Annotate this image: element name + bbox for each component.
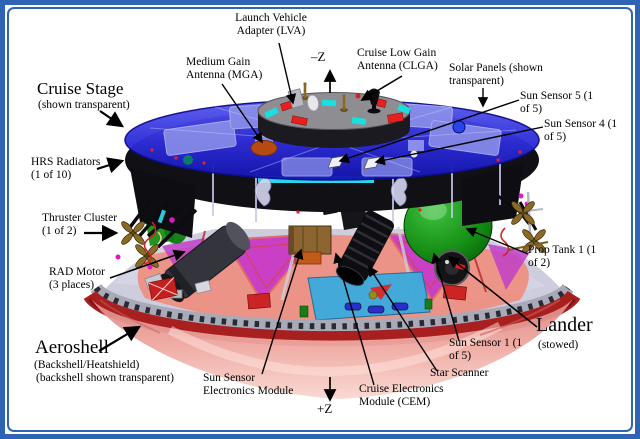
leader-star — [368, 265, 438, 372]
label-plus-z-axis: +Z — [317, 401, 333, 416]
mga-dish — [250, 140, 278, 156]
leader-cruise-stage — [99, 110, 125, 128]
label-solar-panels: Solar Panels (shown transparent) — [449, 62, 543, 88]
leader-clga — [360, 75, 403, 101]
leader-ss5 — [338, 99, 520, 164]
label-minus-z-axis: –Z — [311, 49, 326, 64]
lva-ring — [257, 82, 411, 148]
label-launch-vehicle-adapter: Launch Vehicle Adapter (LVA) — [235, 12, 307, 38]
leader-mga — [221, 83, 263, 144]
antenna-pins — [301, 82, 348, 112]
leader-hrs — [96, 157, 125, 174]
label-aeroshell-title: Aeroshell — [35, 337, 109, 358]
label-rad-motor: RAD Motor (3 places) — [49, 266, 105, 292]
thruster-cluster-left — [115, 196, 198, 270]
label-hrs-radiators: HRS Radiators (1 of 10) — [31, 156, 101, 182]
label-sun-sensor-electronics-module: Sun Sensor Electronics Module — [203, 372, 294, 398]
label-aeroshell-sub1: (Backshell/Heatshield) — [34, 359, 140, 371]
label-thruster-cluster: Thruster Cluster (1 of 2) — [42, 212, 118, 238]
label-sun-sensor-1: Sun Sensor 1 (1 of 5) — [449, 337, 523, 363]
thruster-cluster-right — [497, 191, 549, 257]
leader-lander — [447, 255, 538, 328]
thruster-nozzles-right — [511, 201, 546, 253]
label-cruise-low-gain-antenna: Cruise Low Gain Antenna (CLGA) — [357, 47, 438, 73]
label-cruise-stage-title: Cruise Stage — [37, 79, 124, 98]
label-sun-sensor-4: Sun Sensor 4 (1 of 5) — [544, 118, 618, 144]
label-medium-gain-antenna: Medium Gain Antenna (MGA) — [186, 56, 263, 82]
leader-rad — [109, 249, 186, 279]
label-star-scanner: Star Scanner — [430, 367, 489, 379]
leader-lines — [84, 42, 544, 402]
leader-ss1 — [431, 252, 460, 342]
label-lander-sub: (stowed) — [538, 339, 579, 351]
heatshield-cone — [90, 297, 574, 399]
label-sun-sensor-5: Sun Sensor 5 (1 of 5) — [520, 90, 594, 116]
label-aeroshell-sub2: (backshell shown transparent) — [36, 372, 174, 384]
leader-cem — [333, 252, 375, 386]
label-cruise-stage-sub: (shown transparent) — [38, 99, 130, 111]
label-cruise-electronics-module: Cruise Electronics Module (CEM) — [359, 383, 444, 409]
leader-aeroshell — [98, 325, 142, 352]
label-lander-title: Lander — [536, 314, 593, 336]
leader-prop — [465, 227, 529, 255]
leader-ssem — [261, 248, 304, 375]
label-prop-tank: Prop Tank 1 (1 of 2) — [528, 244, 597, 270]
leader-ss4 — [374, 126, 544, 166]
leader-lva — [278, 42, 297, 105]
